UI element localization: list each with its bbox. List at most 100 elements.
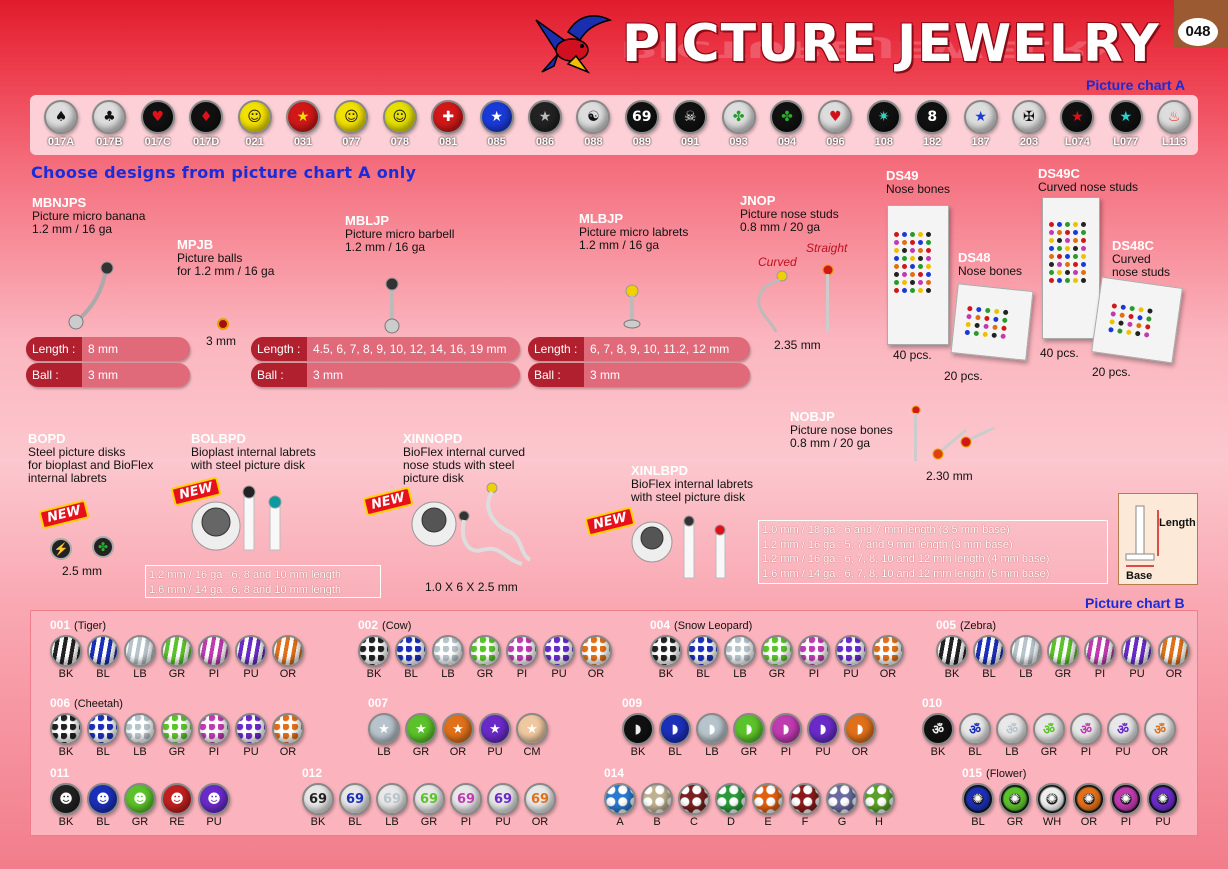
design-variant: D <box>715 783 747 828</box>
stud-dot <box>1057 246 1062 251</box>
spots-ball-icon <box>580 635 612 667</box>
color-code: PU <box>206 816 222 828</box>
ball-row: ★LB★GR★OR★PU★CM <box>368 713 548 758</box>
stud-dot <box>1057 222 1062 227</box>
dolphin-ball-icon: ◗ <box>622 713 654 745</box>
om-ball-icon: ॐ <box>922 713 954 745</box>
camo-ball-icon <box>678 783 710 815</box>
stud-dot <box>902 272 907 277</box>
spots-ball-icon <box>87 713 119 745</box>
design-variant: GR <box>469 635 501 680</box>
ds49c-display-card <box>1042 197 1100 339</box>
picture-ball-icon: ♥ <box>818 100 853 134</box>
dolphin-ball-icon: ◗ <box>659 713 691 745</box>
design-variant: BK <box>50 635 82 680</box>
design-code: 096 <box>826 136 845 148</box>
stud-dot <box>1049 278 1054 283</box>
om-ball-icon: ॐ <box>1070 713 1102 745</box>
product-desc-2: nose studs with steel <box>403 458 515 472</box>
tiger-ball-icon <box>50 635 82 667</box>
stud-dot <box>910 248 915 253</box>
product-desc: Picture balls <box>177 251 243 265</box>
color-code: BK <box>944 668 960 680</box>
design-code: 108 <box>874 136 893 148</box>
color-code: PI <box>208 668 220 680</box>
stud-dot <box>1073 238 1078 243</box>
stud-dot <box>974 322 980 329</box>
design-variant: ★PU <box>479 713 511 758</box>
design-variant: OR <box>272 635 304 680</box>
69-ball-icon: 69 <box>376 783 408 815</box>
stud-dot <box>1073 246 1078 251</box>
product-desc: Curved <box>1112 252 1151 266</box>
group-title: 010 <box>922 696 1176 710</box>
color-code: WH <box>1042 816 1062 828</box>
color-code: PI <box>780 746 792 758</box>
product-code: JNOP <box>740 193 776 208</box>
color-code: BK <box>366 668 382 680</box>
design-code: 021 <box>245 136 264 148</box>
stud-dot <box>1081 222 1086 227</box>
picture-ball-icon: ♣ <box>92 100 127 134</box>
spots-ball-icon <box>235 713 267 745</box>
picture-ball-icon: ✤ <box>770 100 804 134</box>
chart-a-item: ☺021 <box>237 100 280 148</box>
color-code: BK <box>658 668 674 680</box>
stud-dot <box>1119 312 1125 319</box>
color-code: OR <box>1080 816 1098 828</box>
stud-dot <box>965 321 971 328</box>
stud-dot <box>926 288 931 293</box>
stud-dot <box>1128 313 1134 320</box>
design-variant: F <box>789 783 821 828</box>
design-variant: ◗PU <box>807 713 839 758</box>
color-code: BL <box>348 816 362 828</box>
design-variant: PU <box>543 635 575 680</box>
product-desc-2: for bioplast and BioFlex <box>28 458 154 472</box>
group-number: 014 <box>604 766 625 780</box>
length-value: 4.5, 6, 7, 8, 9, 10, 12, 14, 16, 19 mm <box>313 342 507 356</box>
mbnjps-length-pill: Length :8 mm <box>26 337 190 361</box>
om-ball-icon: ॐ <box>959 713 991 745</box>
chart-a-item: ★085 <box>479 100 522 148</box>
chart-a-item: ✠203 <box>1012 100 1054 148</box>
chart-a-item: ♦017D <box>189 100 231 148</box>
color-code: LB <box>705 746 719 758</box>
design-variant: OR <box>872 635 904 680</box>
group-title: 001(Tiger) <box>50 618 304 632</box>
flower-ball-icon: ✺ <box>1110 783 1142 815</box>
design-variant: LB <box>124 713 156 758</box>
ds49-qty: 40 pcs. <box>893 348 932 362</box>
tiger-ball-icon <box>973 635 1005 667</box>
size-line: 1.2 mm / 16 ga : 5, 7 and 9 mm length (3… <box>762 538 1013 551</box>
stud-dot <box>1081 230 1086 235</box>
ball-size: 3 mm <box>206 334 236 348</box>
stud-dot <box>1073 230 1078 235</box>
group-title: 007 <box>368 696 548 710</box>
product-gauge: 1.2 mm / 16 ga <box>32 222 113 236</box>
bioplast-labret-image <box>191 485 282 551</box>
picture-ball-icon: ☺ <box>334 100 369 134</box>
chart-a-item: ♥ 096 <box>818 100 860 148</box>
stud-dot <box>1002 309 1009 316</box>
product-code: MBNJPS <box>32 195 87 210</box>
design-variant: ✺BL <box>962 783 994 828</box>
group-number: 010 <box>922 696 943 710</box>
stud-dot <box>926 240 931 245</box>
design-variant: ★GR <box>405 713 437 758</box>
stud-dot <box>894 288 899 293</box>
color-code: PI <box>208 746 220 758</box>
stud-dot <box>1065 246 1070 251</box>
design-variant: OR <box>272 713 304 758</box>
stud-dot <box>1065 222 1070 227</box>
camo-ball-icon <box>826 783 858 815</box>
design-code: 017B <box>96 136 123 148</box>
tiger-ball-icon <box>198 635 230 667</box>
picture-ball-icon: ★ <box>1108 100 1143 134</box>
stud-dot <box>1081 278 1086 283</box>
